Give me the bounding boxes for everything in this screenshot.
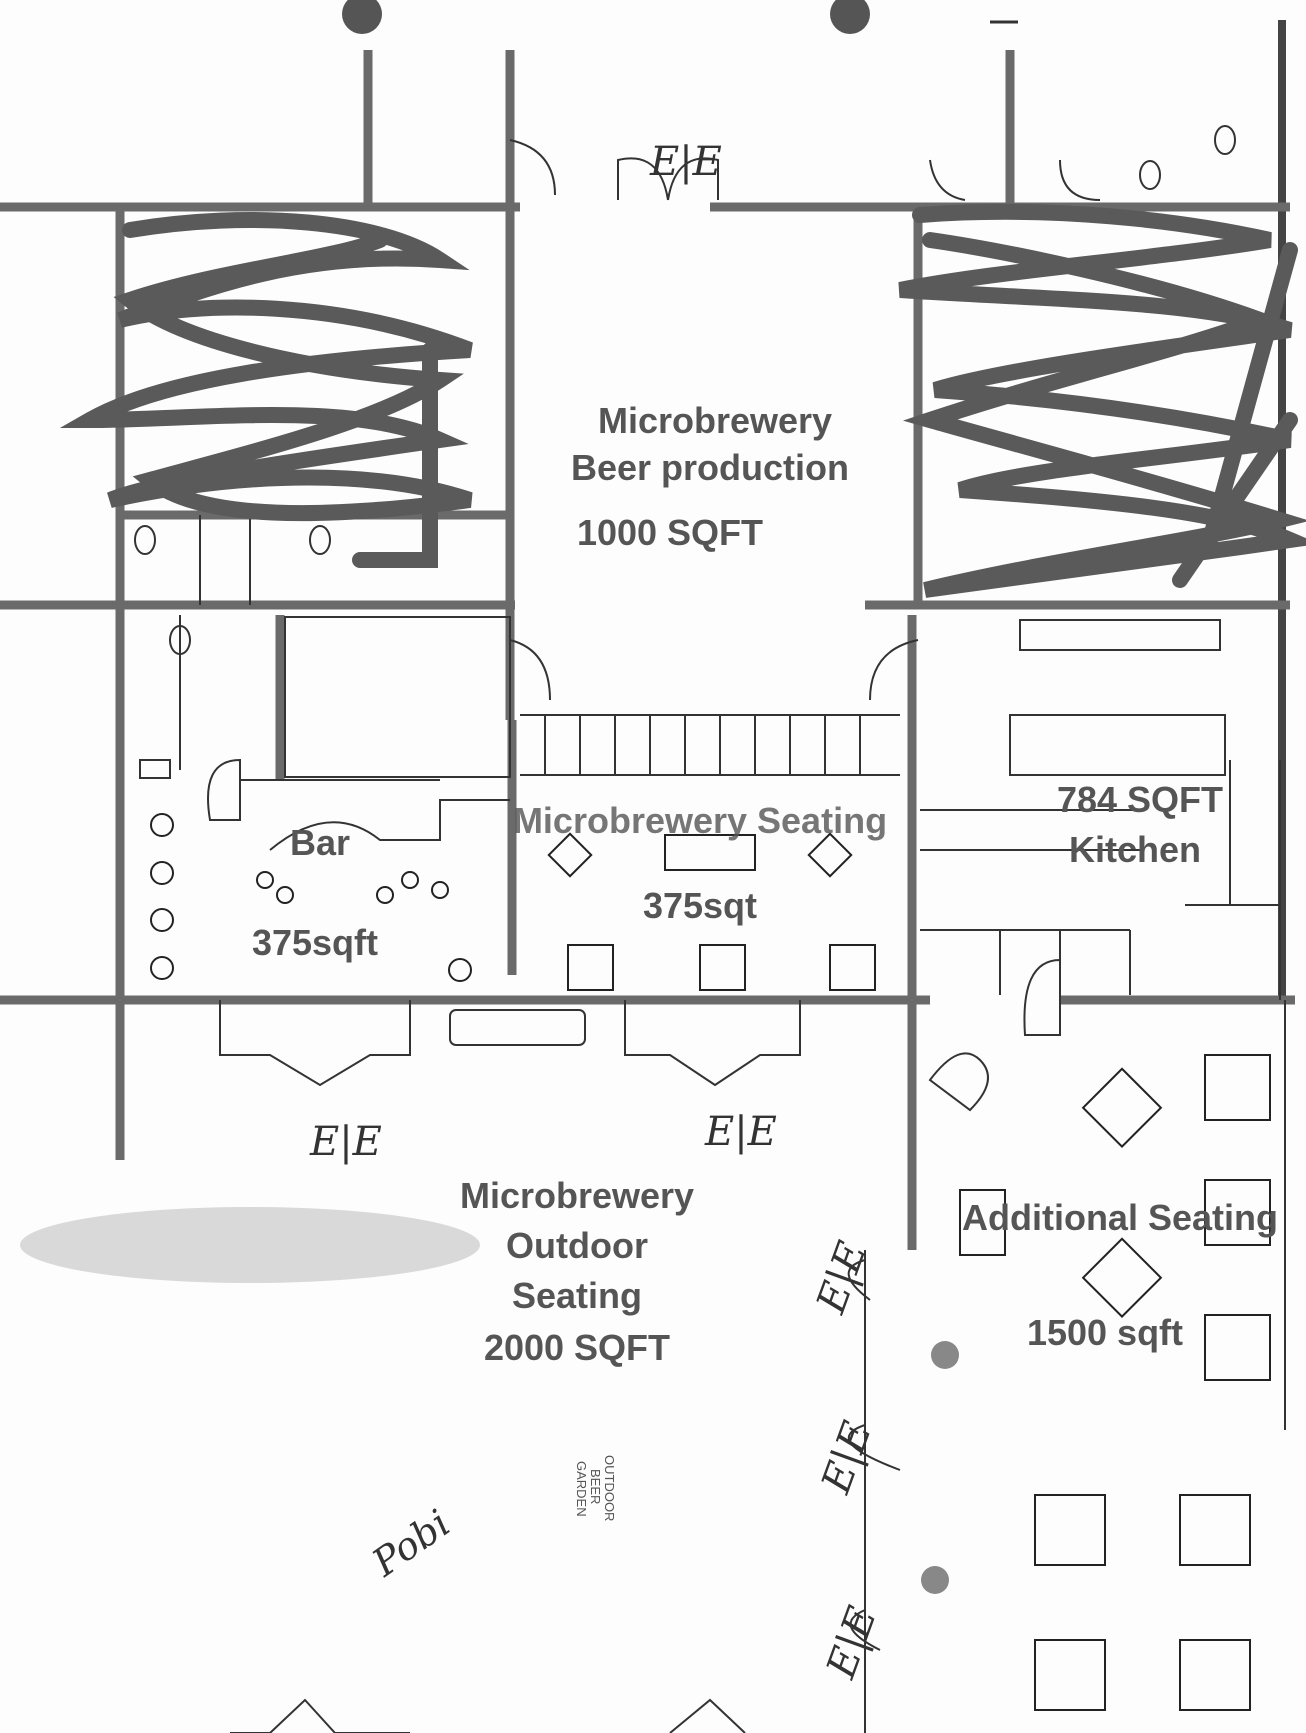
production-label-1: Microbrewery xyxy=(598,400,832,441)
outdoor-tables xyxy=(959,1054,1271,1711)
exit-mark-left: E|E xyxy=(309,1119,382,1165)
seating-tables xyxy=(547,832,876,991)
production-area: 1000 SQFT xyxy=(577,512,763,553)
beer-garden-label: OUTDOOR BEER GARDEN xyxy=(574,1455,617,1521)
exit-mark-east-3: E|E xyxy=(818,1601,886,1685)
outdoor-label-3: Seating xyxy=(512,1275,642,1316)
bar-label: Bar xyxy=(290,822,350,863)
production-label-2: Beer production xyxy=(571,447,849,488)
seating-area: 375sqt xyxy=(643,885,757,926)
restroom-fixtures xyxy=(134,125,1236,779)
exit-mark-center: E|E xyxy=(704,1109,777,1155)
exit-mark-top: E|E xyxy=(649,139,722,185)
bar-stools xyxy=(150,813,472,982)
additional-seating-area: 1500 sqft xyxy=(1027,1312,1183,1353)
outdoor-label-2: Outdoor xyxy=(506,1225,648,1266)
outdoor-area: 2000 SQFT xyxy=(484,1327,670,1368)
bar-area: 375sqft xyxy=(252,922,378,963)
seating-label: Microbrewery Seating xyxy=(513,800,887,841)
kitchen-area: 784 SQFT xyxy=(1057,779,1223,820)
plant-icon xyxy=(921,1341,959,1594)
marker-dot xyxy=(342,0,382,34)
interior-lines xyxy=(179,139,1286,1733)
smudge xyxy=(20,1207,480,1283)
beer-garden-line-3: GARDEN xyxy=(574,1461,589,1517)
kitchen-label: Kitchen xyxy=(1069,829,1201,870)
redaction-scribble-right xyxy=(898,203,1306,598)
beer-garden-line-1: OUTDOOR xyxy=(602,1455,617,1521)
redaction-scribble-left xyxy=(59,212,473,568)
exit-mark-east-2: E|E xyxy=(813,1416,881,1500)
beer-garden-line-2: BEER xyxy=(588,1469,603,1504)
additional-seating-label: Additional Seating xyxy=(962,1197,1278,1238)
handwritten-initials: Pobi xyxy=(364,1501,458,1585)
outdoor-label-1: Microbrewery xyxy=(460,1175,694,1216)
marker-dot xyxy=(830,0,870,34)
